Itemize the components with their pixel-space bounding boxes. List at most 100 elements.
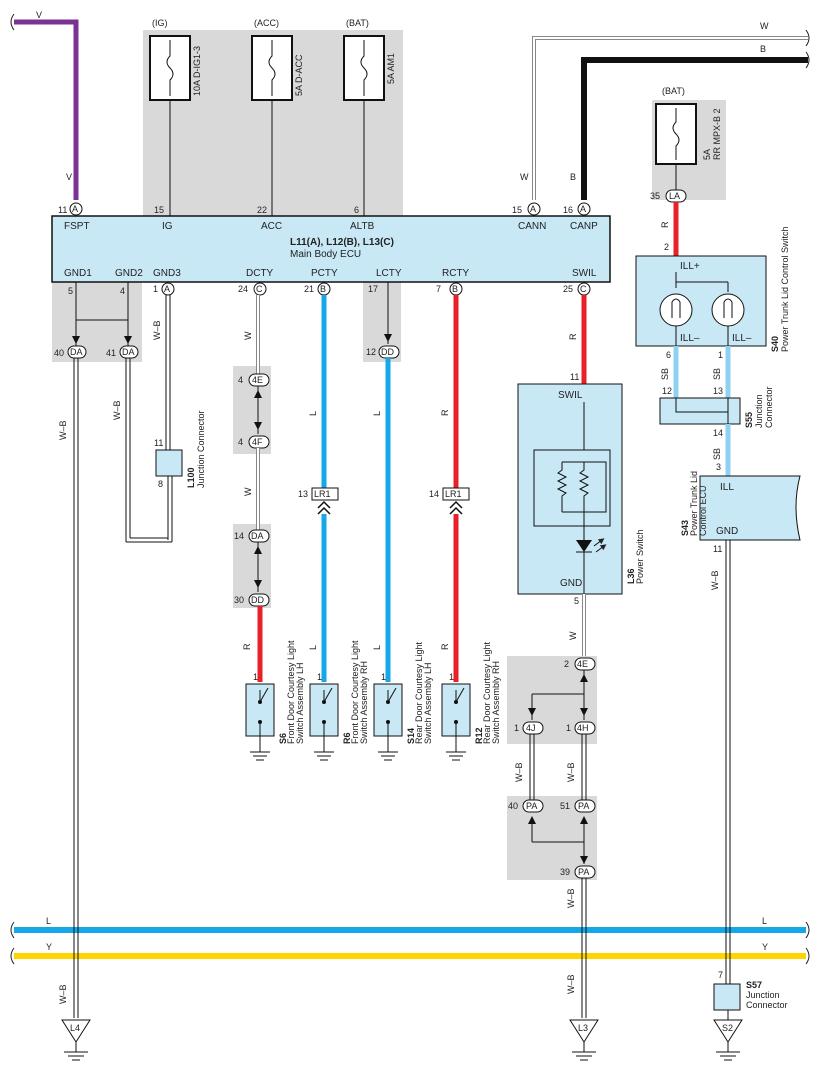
wire-label: B [570, 172, 576, 182]
svg-text:(BAT): (BAT) [346, 18, 369, 28]
svg-text:SWIL: SWIL [572, 268, 597, 279]
svg-text:Rear Door Courtesy Light: Rear Door Courtesy Light [414, 641, 424, 744]
svg-text:ILL–: ILL– [680, 333, 700, 344]
svg-text:5A D-ACC: 5A D-ACC [294, 54, 304, 96]
svg-text:IG: IG [162, 221, 173, 232]
svg-text:Power Switch: Power Switch [635, 529, 645, 584]
svg-text:Switch Assembly RH: Switch Assembly RH [359, 661, 369, 744]
svg-text:2: 2 [664, 242, 669, 252]
svg-text:1: 1 [381, 672, 386, 682]
switch-s6: 1 S6 Front Door Courtesy Light Switch As… [245, 640, 305, 761]
switch-s14: 1 S14 Rear Door Courtesy Light Switch As… [373, 641, 433, 761]
dcty-wiring: W 4E 4 4F 4 W DA 14 DD 30 R [234, 295, 270, 682]
lcty-wiring: DD 12 L L [366, 282, 400, 682]
svg-text:11: 11 [713, 544, 722, 554]
svg-text:LA: LA [669, 191, 680, 201]
s40-power-trunk-lid-control-switch: ILL+ ILL– ILL– 6 1 S40 Power Trunk Lid C… [635, 226, 790, 360]
svg-text:2: 2 [564, 659, 569, 669]
svg-text:Power Trunk Lid: Power Trunk Lid [689, 471, 699, 536]
svg-text:Junction: Junction [754, 394, 764, 428]
svg-text:7: 7 [436, 284, 441, 294]
wire-black-can [581, 57, 808, 200]
rcty-wiring: R LR1 14 R [429, 295, 470, 682]
svg-text:SB: SB [712, 368, 722, 380]
svg-text:51: 51 [560, 801, 570, 811]
svg-text:25: 25 [563, 284, 573, 294]
svg-text:4: 4 [120, 286, 125, 296]
svg-text:5: 5 [574, 596, 579, 606]
svg-text:L: L [372, 411, 382, 416]
svg-text:W: W [243, 331, 253, 340]
pin-num: 22 [257, 205, 267, 215]
svg-text:7: 7 [718, 970, 723, 980]
svg-text:DA: DA [122, 347, 135, 357]
svg-text:ILL+: ILL+ [680, 261, 700, 272]
svg-text:GND3: GND3 [153, 268, 181, 279]
svg-text:PCTY: PCTY [311, 268, 338, 279]
svg-text:R6: R6 [342, 732, 352, 744]
svg-text:41: 41 [106, 348, 116, 358]
svg-text:R: R [440, 409, 450, 416]
wire-violet [14, 19, 79, 200]
wire-label: V [66, 172, 72, 182]
gnd-wiring: DA 40 DA 41 W–B W–B W–B W–B [54, 282, 173, 1018]
svg-text:L: L [372, 645, 382, 650]
ground-l4: L4 [61, 1019, 91, 1061]
svg-text:Connector: Connector [764, 386, 774, 428]
switch-r12: 1 R12 Rear Door Courtesy Light Switch As… [441, 641, 501, 761]
svg-text:L: L [308, 645, 318, 650]
svg-text:Junction: Junction [746, 990, 780, 1000]
svg-text:CANN: CANN [518, 221, 546, 232]
svg-text:30: 30 [234, 595, 244, 605]
svg-text:C: C [256, 284, 263, 294]
svg-text:W–B: W–B [152, 320, 162, 340]
svg-text:A: A [164, 284, 170, 294]
connector-a [577, 202, 591, 216]
svg-text:1: 1 [449, 672, 454, 682]
svg-text:L: L [46, 916, 51, 926]
svg-text:S2: S2 [722, 1023, 733, 1033]
wire-label: V [36, 10, 42, 20]
svg-text:4: 4 [238, 437, 243, 447]
svg-text:Y: Y [762, 942, 768, 952]
svg-text:SB: SB [712, 448, 722, 460]
svg-text:Switch Assembly LH: Switch Assembly LH [423, 662, 433, 744]
svg-text:S40: S40 [770, 336, 780, 352]
main-body-ecu [51, 215, 611, 283]
wire-label: W [520, 172, 529, 182]
fuse-am1: (BAT) 5A AM1 [343, 18, 396, 216]
svg-text:Front Door Courtesy Light: Front Door Courtesy Light [350, 640, 360, 744]
l36-power-switch: 11 SWIL GND 5 L36 Power Switch [517, 372, 645, 606]
svg-text:W: W [568, 631, 578, 640]
svg-text:3: 3 [716, 462, 721, 472]
svg-text:Power Trunk Lid Control Switch: Power Trunk Lid Control Switch [780, 226, 790, 352]
svg-text:5A: 5A [702, 149, 712, 160]
svg-text:ILL–: ILL– [732, 333, 752, 344]
svg-text:Y: Y [46, 942, 52, 952]
connector-a [527, 202, 541, 216]
svg-text:R: R [568, 333, 578, 340]
pin-num: 15 [512, 205, 522, 215]
svg-text:DA: DA [70, 347, 83, 357]
svg-text:14: 14 [713, 428, 723, 438]
svg-text:B: B [452, 284, 458, 294]
ecu-title: L11(A), L12(B), L13(C) [290, 237, 394, 248]
svg-text:(BAT): (BAT) [662, 86, 685, 96]
pcty-wiring: L LR1 13 L [298, 295, 339, 682]
wire-label: B [760, 44, 766, 54]
svg-text:12: 12 [662, 386, 672, 396]
svg-text:L36: L36 [626, 568, 636, 584]
svg-text:39: 39 [560, 867, 570, 877]
svg-text:SB: SB [660, 368, 670, 380]
svg-text:10A D-IG1-3: 10A D-IG1-3 [192, 46, 202, 96]
s43-gnd-wiring: W–B 7 S57 Junction Connector [710, 540, 788, 1020]
ecu-subtitle: Main Body ECU [290, 249, 361, 260]
svg-text:1: 1 [514, 723, 519, 733]
svg-text:ACC: ACC [261, 221, 282, 232]
svg-text:B: B [320, 284, 326, 294]
svg-text:1: 1 [253, 672, 258, 682]
svg-text:R: R [660, 221, 670, 228]
svg-text:W–B: W–B [58, 984, 68, 1004]
svg-text:Rear Door Courtesy Light: Rear Door Courtesy Light [482, 641, 492, 744]
svg-text:L: L [308, 411, 318, 416]
